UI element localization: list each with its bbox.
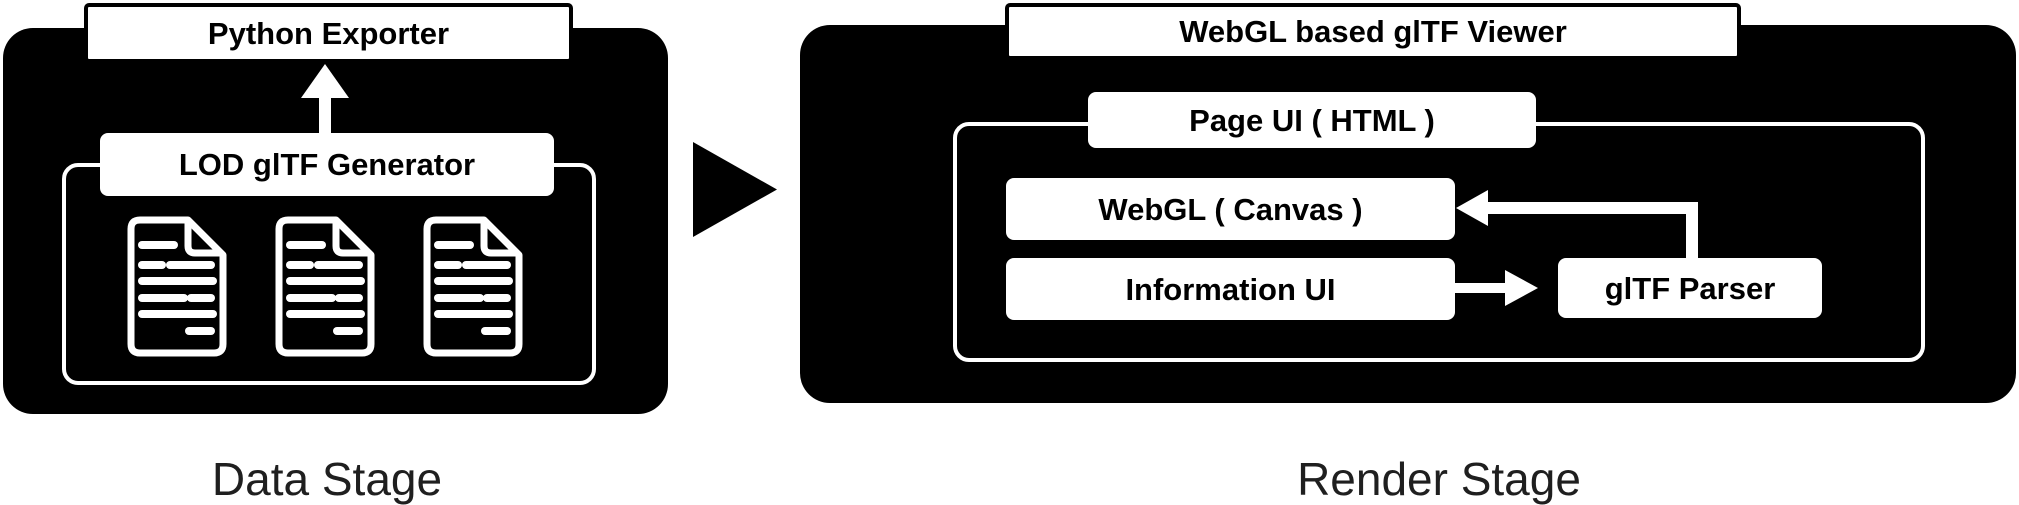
document-icon (127, 216, 227, 357)
render-stage-label: Render Stage (1297, 453, 1581, 505)
arrow-left-icon (1456, 190, 1698, 258)
data-stage-label: Data Stage (211, 453, 443, 505)
document-icon (275, 216, 375, 357)
information-ui-label: Information UI (1125, 271, 1336, 307)
information-ui-box: Information UI (1006, 258, 1455, 320)
lod-gltf-generator-label: LOD glTF Generator (178, 147, 476, 182)
page-ui-box: Page UI ( HTML ) (1088, 92, 1536, 148)
webgl-viewer-title-label: WebGL based glTF Viewer (1179, 14, 1567, 49)
viewer-group-outline (953, 122, 1925, 362)
webgl-viewer-title-box: WebGL based glTF Viewer (1005, 3, 1741, 60)
lod-gltf-generator-box: LOD glTF Generator (100, 133, 554, 196)
python-exporter-label: Python Exporter (207, 15, 450, 51)
page-ui-label: Page UI ( HTML ) (1189, 102, 1435, 138)
webgl-canvas-box: WebGL ( Canvas ) (1006, 178, 1455, 240)
python-exporter-box: Python Exporter (84, 3, 573, 63)
arrow-right-icon (1455, 270, 1538, 306)
document-icon (423, 216, 523, 357)
webgl-canvas-label: WebGL ( Canvas ) (1098, 191, 1363, 227)
arrow-up-icon (301, 64, 349, 133)
gltf-parser-box: glTF Parser (1558, 258, 1822, 318)
gltf-parser-label: glTF Parser (1604, 270, 1776, 306)
right-triangle-icon (693, 142, 777, 237)
